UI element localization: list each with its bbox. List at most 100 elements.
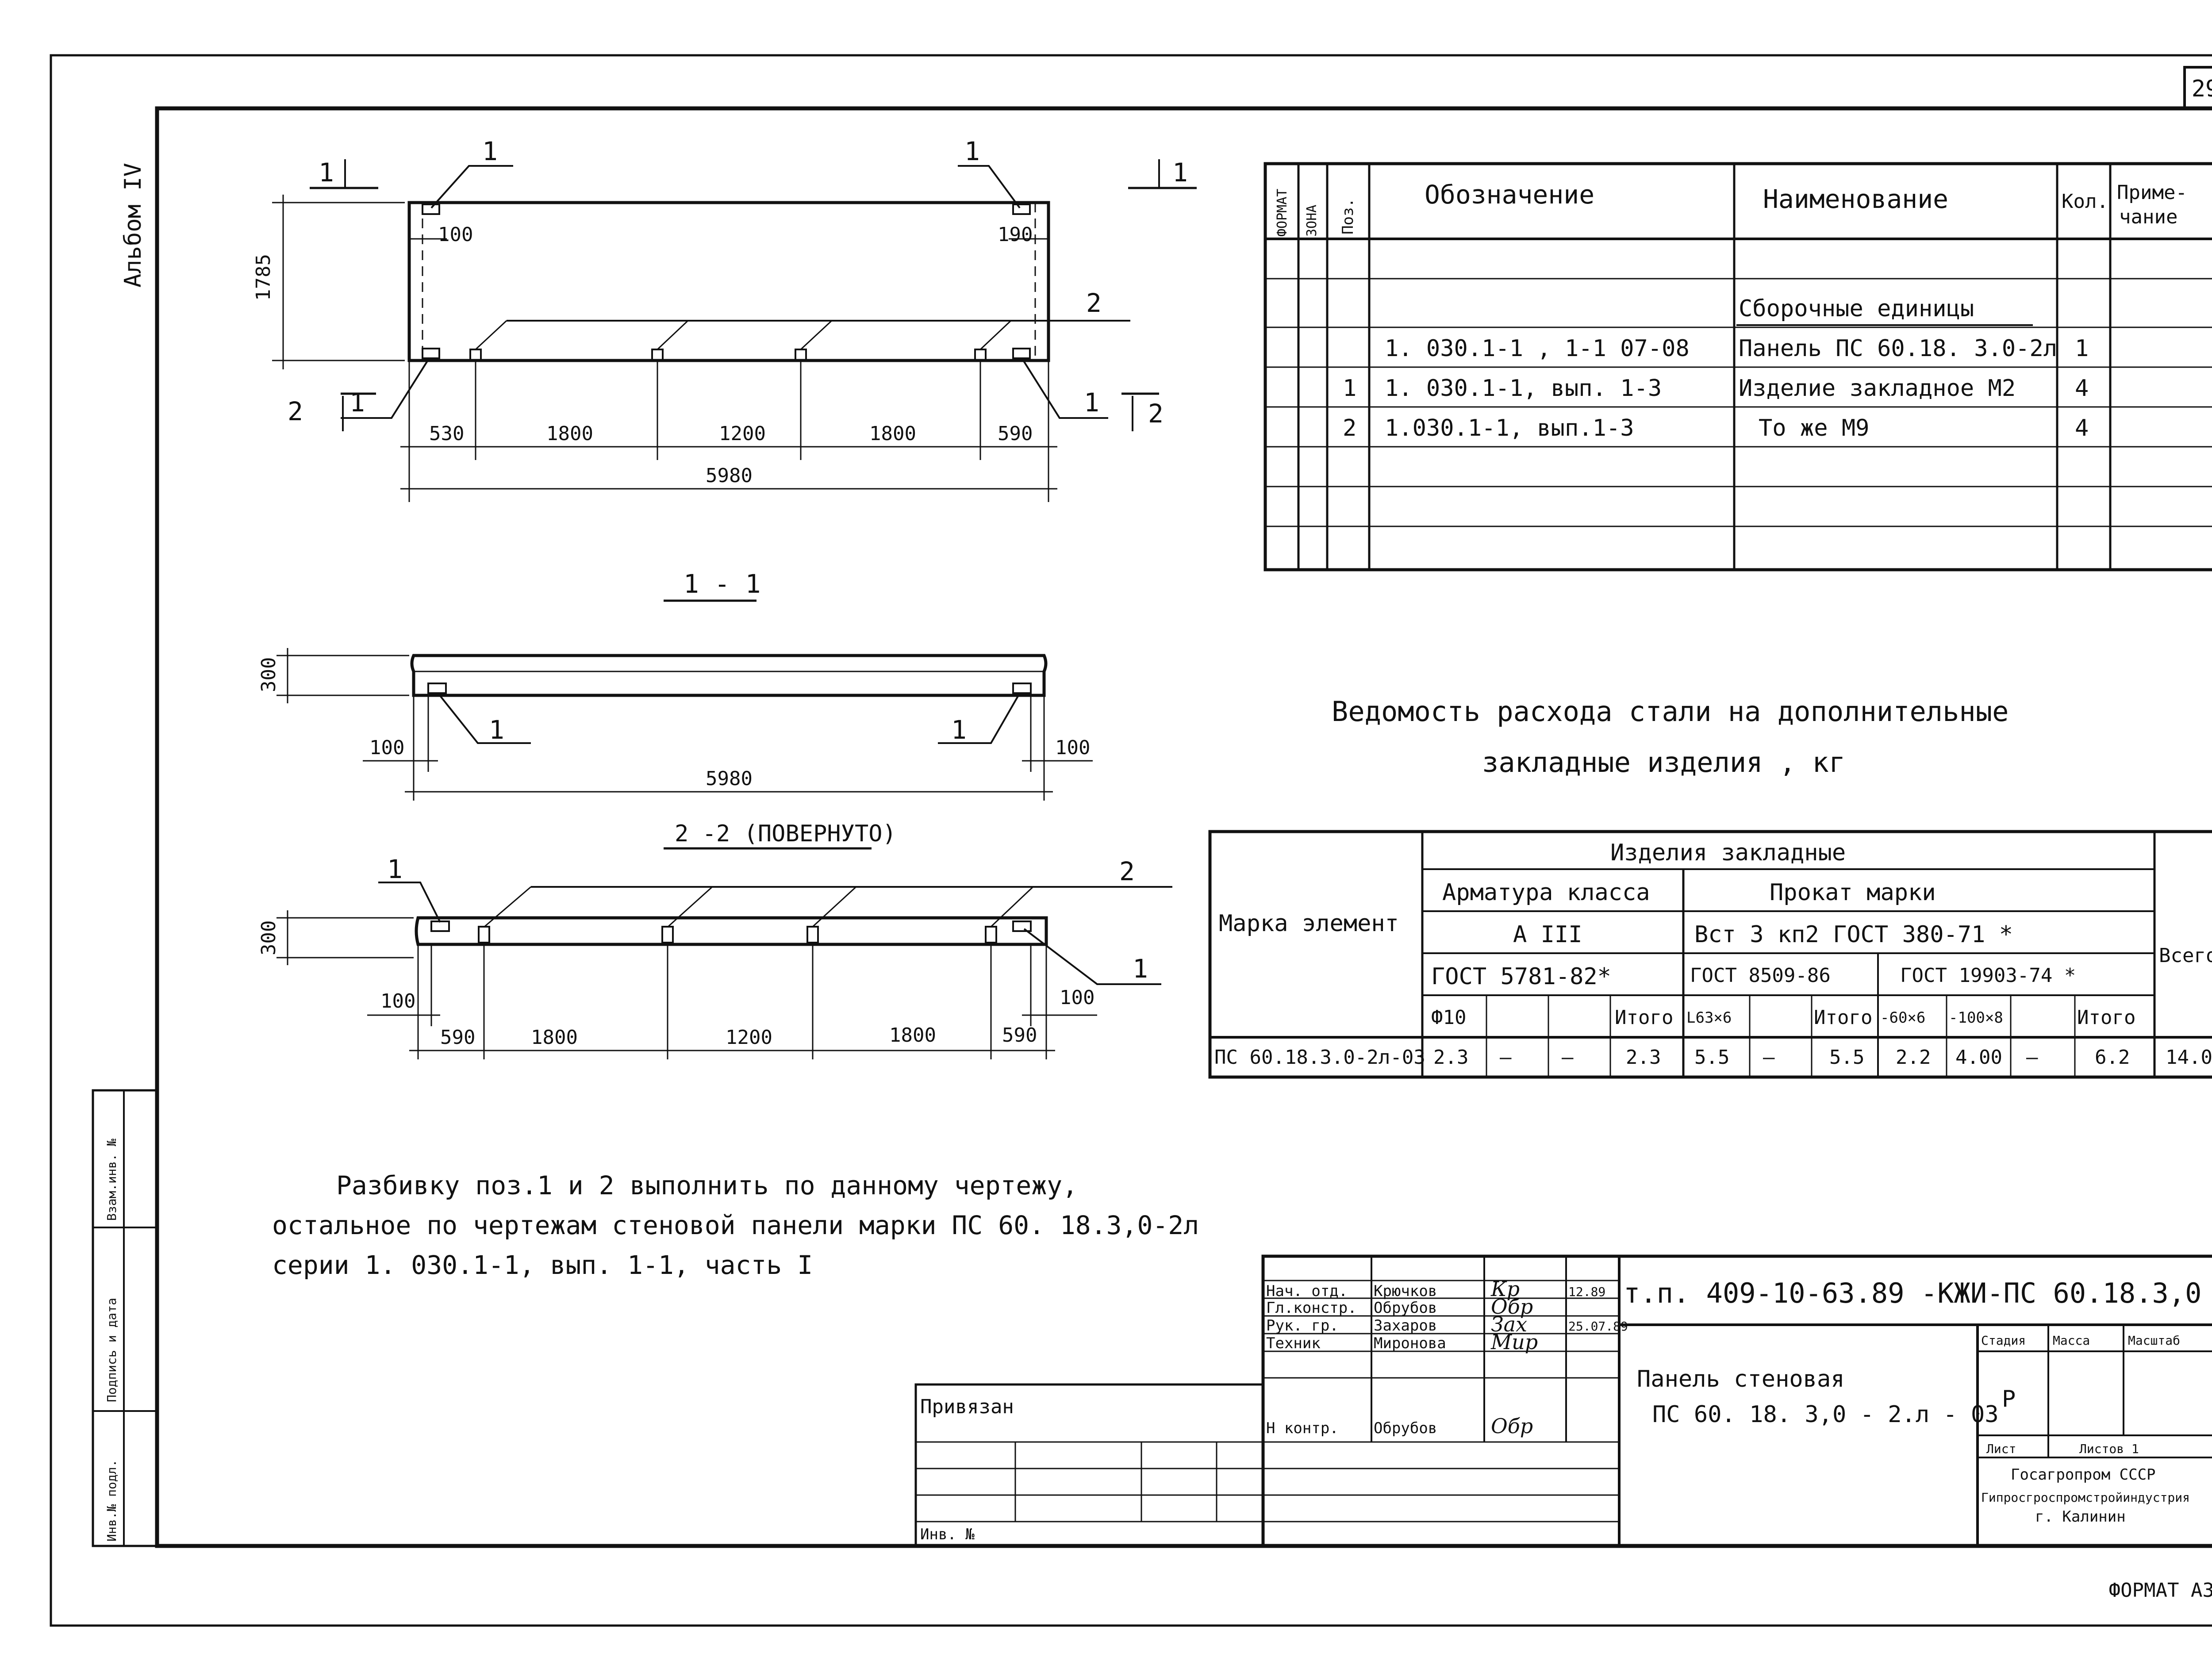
- steel-sub-6: Итого: [1814, 1006, 1872, 1029]
- sheets-count: Листов 1: [2079, 1442, 2139, 1456]
- spec-header-note-1: Приме-: [2117, 181, 2187, 204]
- steel-val-8: 4.00: [1955, 1046, 2002, 1069]
- steel-val-7: 2.2: [1896, 1046, 1931, 1069]
- section-2-2-dim-1800-b: 1800: [889, 1024, 936, 1047]
- date-head-of-dept: 12.89: [1568, 1285, 1605, 1299]
- spec-row-3-designation: 1.030.1-1, вып.1-3: [1385, 415, 1634, 441]
- section-1-1-dim-overall: 5980: [706, 767, 753, 790]
- section-mark-1-left: 1: [319, 157, 334, 188]
- steel-title-line-2: закладные изделия , кг: [1482, 746, 1845, 778]
- inner-frame: [155, 106, 2212, 1548]
- pos1-label-top-left: 1: [482, 136, 498, 166]
- spec-header-name: Наименование: [1763, 184, 1948, 214]
- inv-no-label: Инв. №: [920, 1526, 975, 1543]
- sig-head-of-dept: Кр: [1490, 1277, 1520, 1301]
- spec-header-format: ФОРМАТ: [1275, 189, 1290, 237]
- album-label: Альбом IV: [120, 163, 146, 288]
- section-1-1-dim-right: 100: [1055, 736, 1090, 759]
- spec-row-1-qty: 1: [2075, 335, 2089, 362]
- side-stamp-replace-inv: Взам.инв. №: [104, 1139, 119, 1221]
- spec-row-2-designation: 1. 030.1-1, вып. 1-3: [1385, 375, 1662, 402]
- title-block: [914, 1254, 2212, 1548]
- stage-value: Р: [2002, 1386, 2016, 1412]
- plan-height-dim: 1785: [252, 254, 275, 301]
- spec-table-text: ФОРМАТ ЗОНА Поз. Обозначение Наименовани…: [1275, 180, 2187, 441]
- spec-row-1-designation: 1. 030.1-1 , 1-1 07-08: [1385, 335, 1690, 362]
- steel-row-total: 14.0: [2166, 1046, 2212, 1069]
- steel-sub-8: -100×8: [1949, 1009, 2003, 1027]
- spec-header-note-2: чание: [2119, 206, 2177, 228]
- steel-val-4: 5.5: [1694, 1046, 1729, 1069]
- side-stamp-signature-date: Подпись и дата: [104, 1298, 119, 1402]
- name-norm-control: Обрубов: [1374, 1419, 1437, 1437]
- role-norm-control: Н контр.: [1266, 1419, 1339, 1437]
- section-2-2-dim-590-a: 590: [440, 1026, 475, 1049]
- steel-sub-0: Ф10: [1431, 1006, 1466, 1029]
- note-line-3: серии 1. 030.1-1, вып. 1-1, часть I: [272, 1250, 813, 1280]
- section-2-2-dim-1800-a: 1800: [531, 1026, 578, 1049]
- spec-header-designation: Обозначение: [1425, 180, 1594, 210]
- plan-dim-1800-b: 1800: [869, 422, 916, 445]
- steel-val-10: 6.2: [2095, 1046, 2130, 1069]
- spec-row-3-qty: 4: [2075, 415, 2089, 441]
- sheet-number: 29: [2192, 76, 2212, 102]
- plan-labels: 1 1 2 2 1785 1 1 1 1 2 100 190 530 1800 …: [252, 136, 1188, 487]
- steel-table: [1208, 830, 2212, 1079]
- pos1-label-top-right: 1: [964, 136, 980, 166]
- org-line-1: Госагропром СССР: [2011, 1466, 2156, 1484]
- steel-header-rebar-class: А III: [1513, 921, 1582, 948]
- name-chief-designer: Обрубов: [1374, 1299, 1437, 1317]
- name-technician: Миронова: [1374, 1335, 1446, 1352]
- spec-section-title: Сборочные единицы: [1739, 295, 1974, 322]
- name-group-lead: Захаров: [1374, 1317, 1437, 1335]
- sig-norm-control: Обр: [1491, 1414, 1533, 1438]
- pos1-label-bottom-right: 1: [1084, 387, 1099, 418]
- date-group-lead: 25.07.89: [1568, 1319, 1628, 1334]
- steel-header-total: Всего: [2159, 944, 2212, 967]
- section-2-2: [276, 847, 1172, 1059]
- spec-table: [1263, 162, 2212, 571]
- plan-dim-overall: 5980: [706, 464, 753, 487]
- header-stage: Стадия: [1981, 1333, 2026, 1348]
- note-line-2: остальное по чертежам стеновой панели ма…: [272, 1210, 1199, 1240]
- section-2-2-dim-1200: 1200: [726, 1026, 772, 1049]
- steel-header-mark: Марка элемент: [1219, 910, 1399, 937]
- section-2-2-dim-left: 100: [380, 990, 415, 1012]
- steel-header-gost-8509: ГОСТ 8509-86: [1690, 964, 1831, 987]
- sheet-label: Лист: [1986, 1442, 2016, 1456]
- privyazan-label: Привязан: [920, 1396, 1014, 1418]
- spec-row-1-name: Панель ПС 60.18. 3.0-2л: [1739, 335, 2057, 362]
- steel-val-0: 2.3: [1433, 1046, 1468, 1069]
- section-1-1-labels: 1 - 1 300 1 1 100 100 5980: [257, 569, 1090, 790]
- org-line-3: г. Калинин: [2035, 1508, 2126, 1526]
- steel-header-rebar: Арматура класса: [1442, 879, 1650, 906]
- steel-sub-4: L63×6: [1686, 1009, 1732, 1027]
- product-name-line-1: Панель стеновая: [1637, 1366, 1845, 1392]
- section-mark-1-right: 1: [1172, 157, 1188, 188]
- title-block-text: т.п. 409-10-63.89 -КЖИ-ПС 60.18.3,0 -2л-…: [920, 1277, 2212, 1543]
- plan-view: [272, 159, 1197, 502]
- role-head-of-dept: Нач. отд.: [1266, 1282, 1348, 1300]
- steel-table-text: Марка элемент Изделия закладные Арматура…: [1214, 840, 2212, 1069]
- plan-dim-1800-a: 1800: [546, 422, 593, 445]
- role-technician: Техник: [1266, 1335, 1321, 1352]
- section-2-2-label-1-right: 1: [1133, 954, 1148, 984]
- section-2-2-dim-590-b: 590: [1002, 1024, 1037, 1047]
- plan-dim-1200: 1200: [719, 422, 766, 445]
- section-2-2-dim-right: 100: [1060, 986, 1094, 1009]
- section-mark-2-right: 2: [1148, 399, 1164, 429]
- section-2-2-title: 2 -2 (ПОВЕРНУТО): [675, 821, 896, 847]
- outer-border: [50, 54, 2212, 1627]
- section-1-1-label-left: 1: [489, 715, 504, 745]
- steel-header-items: Изделия закладные: [1610, 840, 1846, 866]
- role-group-lead: Рук. гр.: [1266, 1317, 1339, 1335]
- plan-dim-530: 530: [429, 422, 464, 445]
- plan-dim-right-top: 190: [998, 223, 1033, 246]
- spec-row-3-pos: 2: [1343, 415, 1356, 441]
- side-stamp: [92, 1089, 158, 1547]
- product-name-line-2: ПС 60. 18. 3,0 - 2.л - 03: [1652, 1401, 1999, 1428]
- sheet-number-box: 29: [2183, 66, 2212, 110]
- header-mass: Масса: [2053, 1333, 2090, 1348]
- steel-sub-3: Итого: [1615, 1006, 1673, 1029]
- steel-val-3: 2.3: [1626, 1046, 1661, 1069]
